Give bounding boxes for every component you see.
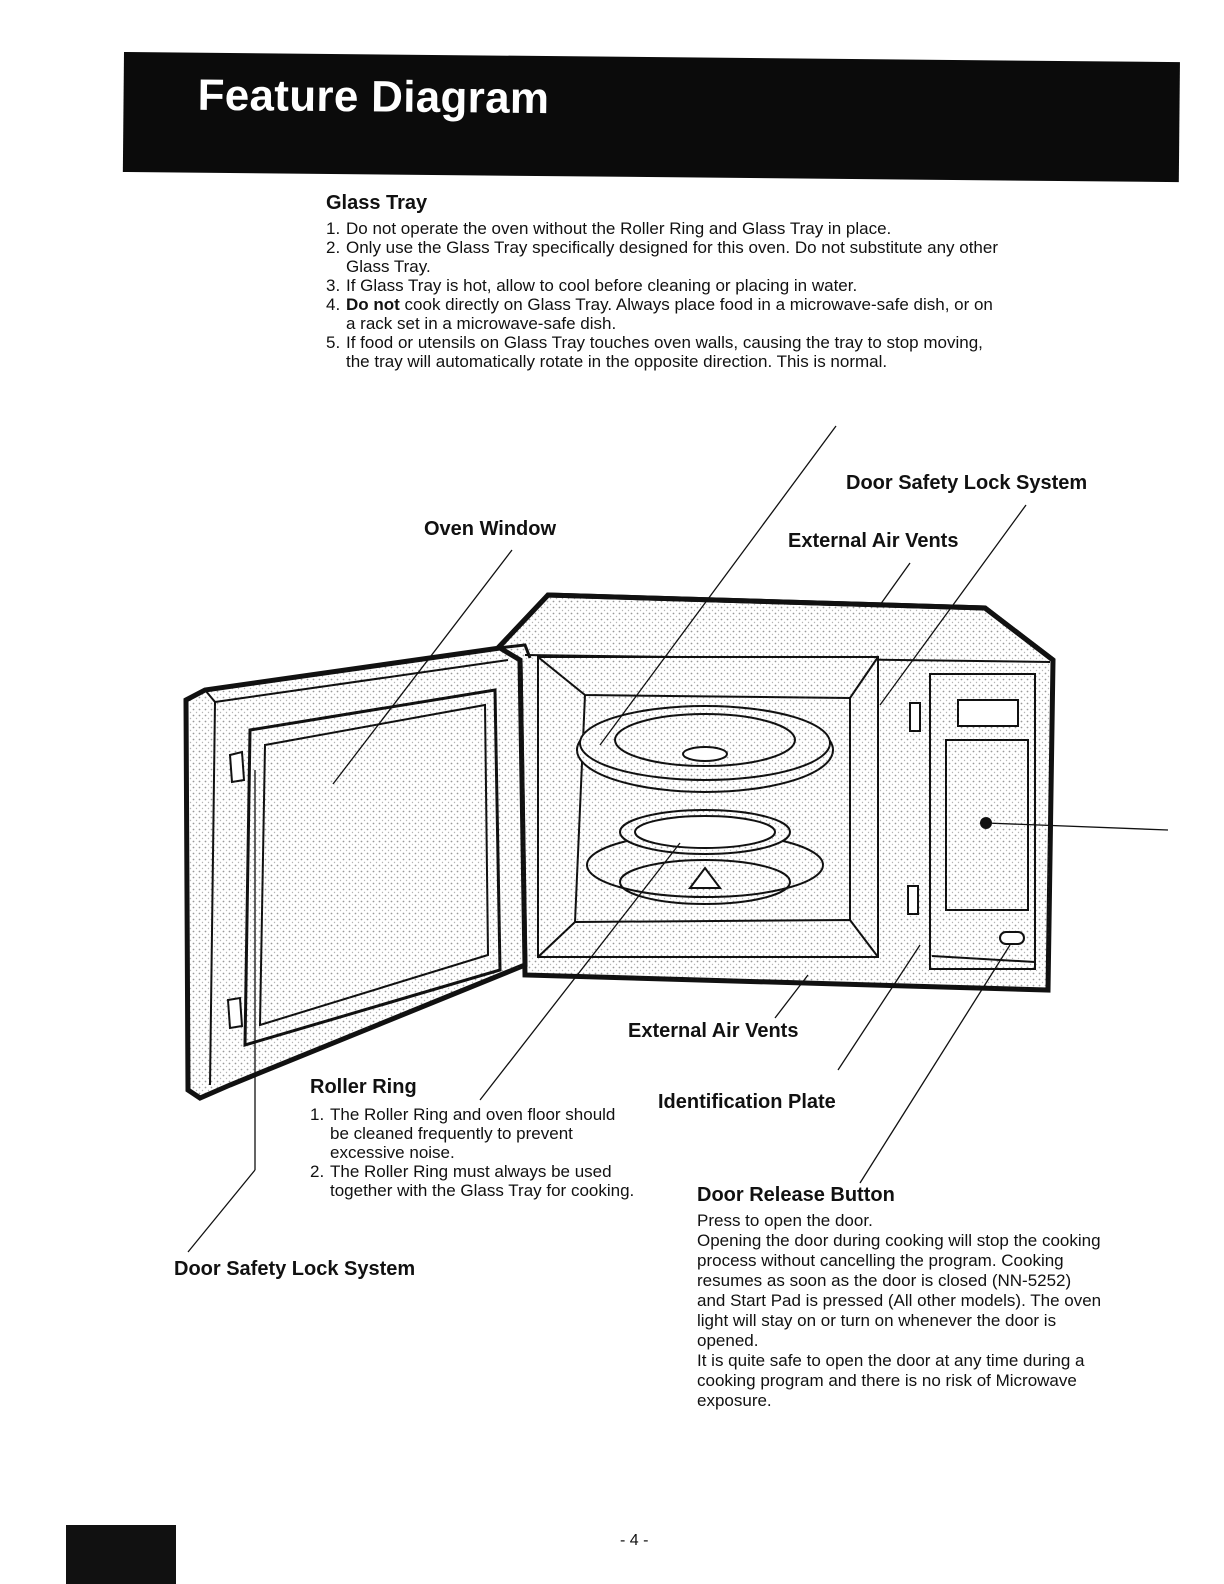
glass-tray-list: 1.Do not operate the oven without the Ro… xyxy=(326,219,1006,371)
roller-ring-list: 1.The Roller Ring and oven floor should … xyxy=(310,1105,670,1200)
label-identification-plate: Identification Plate xyxy=(658,1091,836,1113)
list-item: 2.The Roller Ring must always be used to… xyxy=(310,1162,635,1200)
glass-tray-illustration xyxy=(576,705,834,793)
roller-ring-heading: Roller Ring xyxy=(310,1076,417,1098)
glass-tray-section: Glass Tray 1.Do not operate the oven wit… xyxy=(326,192,1006,371)
list-item: 4.Do not cook directly on Glass Tray. Al… xyxy=(326,295,993,333)
scan-edge-mark xyxy=(66,1525,176,1584)
list-item: 2.Only use the Glass Tray specifically d… xyxy=(326,238,999,276)
door-release-paragraph: Opening the door during cooking will sto… xyxy=(697,1231,1102,1350)
page-number: - 4 - xyxy=(620,1532,649,1549)
door-release-section: Door Release Button Press to open the do… xyxy=(697,1184,1102,1411)
door-latch-slots xyxy=(907,702,921,915)
door-latch-hooks xyxy=(226,750,246,1030)
door-release-heading: Door Release Button xyxy=(697,1184,895,1206)
roller-ring-section: Roller Ring 1.The Roller Ring and oven f… xyxy=(310,1076,670,1200)
list-item: 1.The Roller Ring and oven floor should … xyxy=(310,1105,616,1162)
control-panel xyxy=(929,673,1036,970)
list-item: 1.Do not operate the oven without the Ro… xyxy=(326,219,892,238)
leader-lines xyxy=(187,425,1169,1253)
list-item: 3.If Glass Tray is hot, allow to cool be… xyxy=(326,276,858,295)
glass-tray-heading: Glass Tray xyxy=(326,192,428,214)
roller-ring-illustration xyxy=(586,809,824,905)
label-external-air-vents-top: External Air Vents xyxy=(788,530,959,552)
oven-cavity xyxy=(537,656,879,958)
label-door-safety-lock-bottom: Door Safety Lock System xyxy=(174,1258,416,1280)
oven-door xyxy=(183,643,532,1101)
list-item: 5.If food or utensils on Glass Tray touc… xyxy=(326,333,983,371)
label-external-air-vents-bottom: External Air Vents xyxy=(628,1020,799,1042)
door-release-paragraph: Press to open the door. xyxy=(697,1211,873,1230)
label-door-safety-lock-top: Door Safety Lock System xyxy=(846,472,1088,494)
label-oven-window: Oven Window xyxy=(424,518,557,540)
door-release-paragraph: It is quite safe to open the door at any… xyxy=(697,1351,1085,1410)
